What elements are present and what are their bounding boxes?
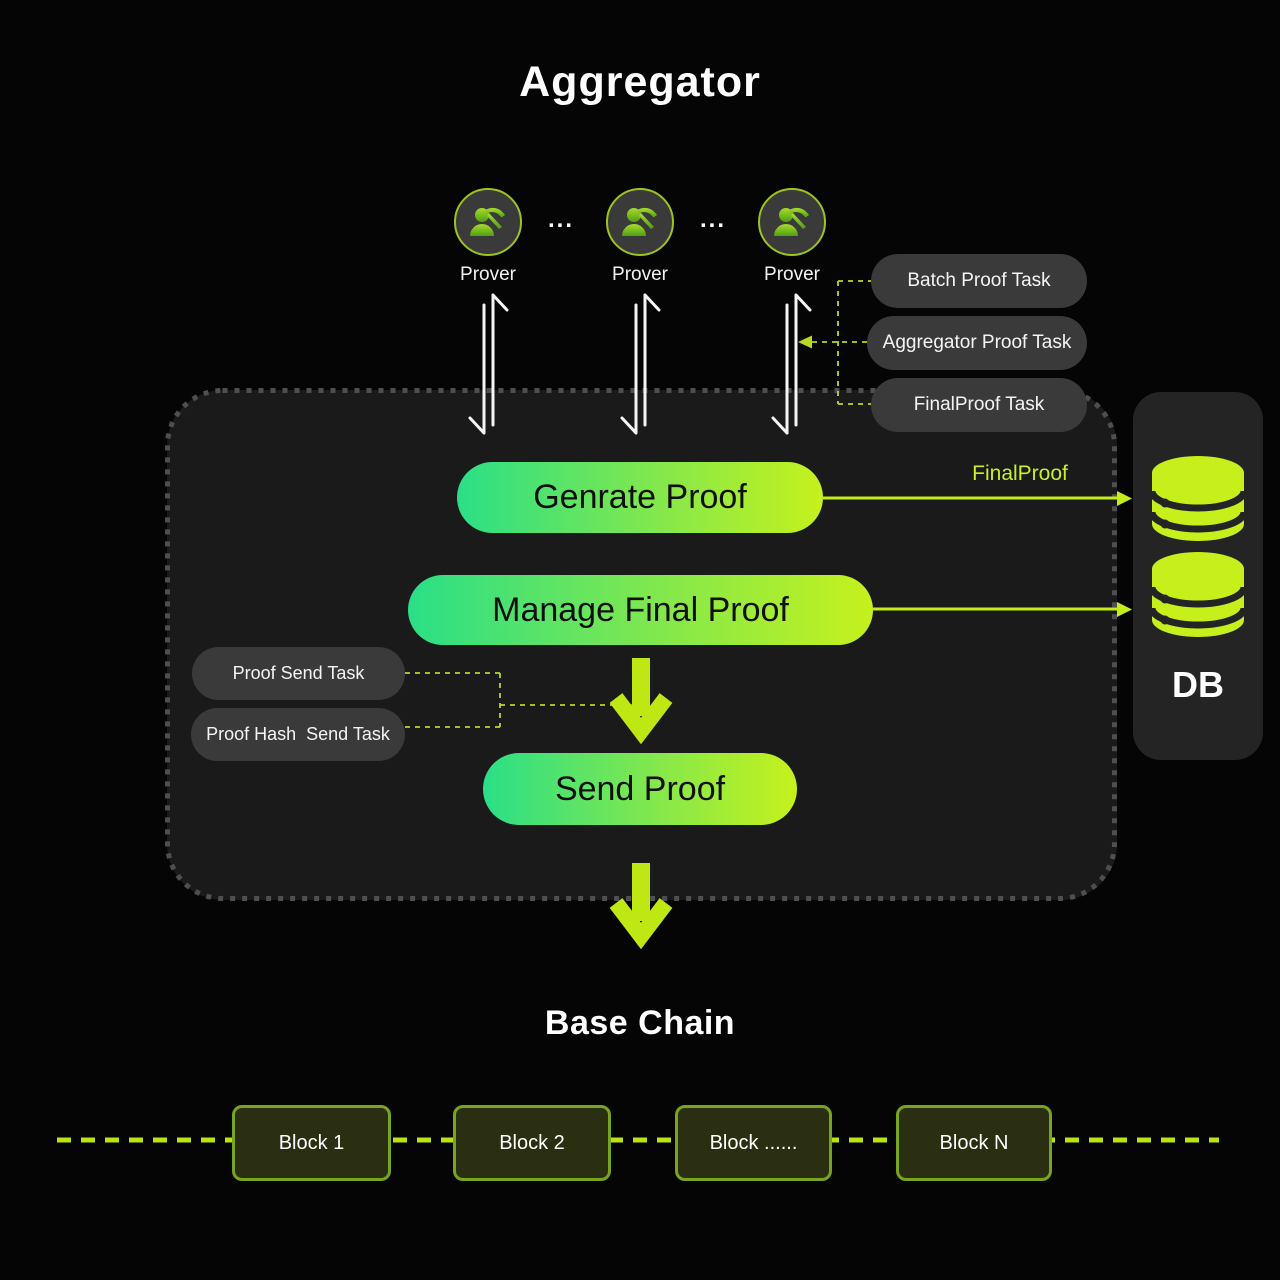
prover-avatar — [454, 188, 522, 256]
task-pill-label: Aggregator Proof Task — [882, 332, 1072, 353]
task-pill-label: Proof Send Task — [232, 663, 365, 683]
task-pill-proof-send: Proof Send Task — [192, 647, 405, 700]
block-label: Block 2 — [499, 1131, 565, 1154]
task-dashed-connectors — [812, 280, 871, 405]
task-pill-proof-hash-send: Proof Hash Send Task — [191, 708, 405, 761]
page-title: Aggregator — [519, 58, 761, 106]
task-pill-aggregator-proof: Aggregator Proof Task — [867, 316, 1087, 370]
miner-icon — [470, 207, 505, 236]
task-pill-finalproof: FinalProof Task — [871, 378, 1087, 432]
db-arrowhead-bottom-icon — [1117, 602, 1132, 617]
prover-node: Prover — [443, 188, 533, 286]
manage-final-proof-node: Manage Final Proof — [408, 575, 873, 645]
task-pill-batch-proof: Batch Proof Task — [871, 254, 1087, 308]
miner-icon — [774, 207, 809, 236]
db-panel: DB — [1133, 392, 1263, 760]
database-icon — [1148, 456, 1248, 637]
block-label: Block ...... — [709, 1131, 798, 1154]
db-label: DB — [1172, 664, 1224, 705]
prover-label: Prover — [460, 264, 516, 285]
task-pill-label: Proof Hash Send Task — [206, 724, 390, 744]
block-label: Block N — [939, 1131, 1009, 1154]
chain-block: Block ...... — [675, 1105, 832, 1181]
base-chain-title: Base Chain — [544, 1004, 736, 1042]
miner-icon — [622, 207, 657, 236]
send-proof-label: Send Proof — [554, 769, 726, 808]
left-arrowhead-icon — [798, 335, 812, 349]
prover-avatar — [606, 188, 674, 256]
chain-block: Block 2 — [453, 1105, 611, 1181]
chain-block: Block 1 — [232, 1105, 391, 1181]
manage-final-proof-label: Manage Final Proof — [492, 590, 789, 629]
chain-block: Block N — [896, 1105, 1052, 1181]
prover-label: Prover — [612, 264, 668, 285]
generate-proof-node: Genrate Proof — [457, 462, 823, 533]
prover-avatar — [758, 188, 826, 256]
task-pill-label: Batch Proof Task — [907, 270, 1051, 291]
task-pill-label: FinalProof Task — [913, 394, 1045, 415]
ellipsis-separator: ... — [700, 206, 727, 233]
block-label: Block 1 — [278, 1131, 345, 1154]
prover-node: Prover — [595, 188, 685, 286]
ellipsis-separator: ... — [548, 206, 575, 233]
db-arrowhead-top-icon — [1117, 491, 1132, 506]
finalproof-arrow-label: FinalProof — [972, 462, 1068, 485]
prover-label: Prover — [764, 264, 820, 285]
prover-node: Prover — [747, 188, 837, 286]
generate-proof-label: Genrate Proof — [533, 478, 747, 516]
send-proof-node: Send Proof — [483, 753, 797, 825]
